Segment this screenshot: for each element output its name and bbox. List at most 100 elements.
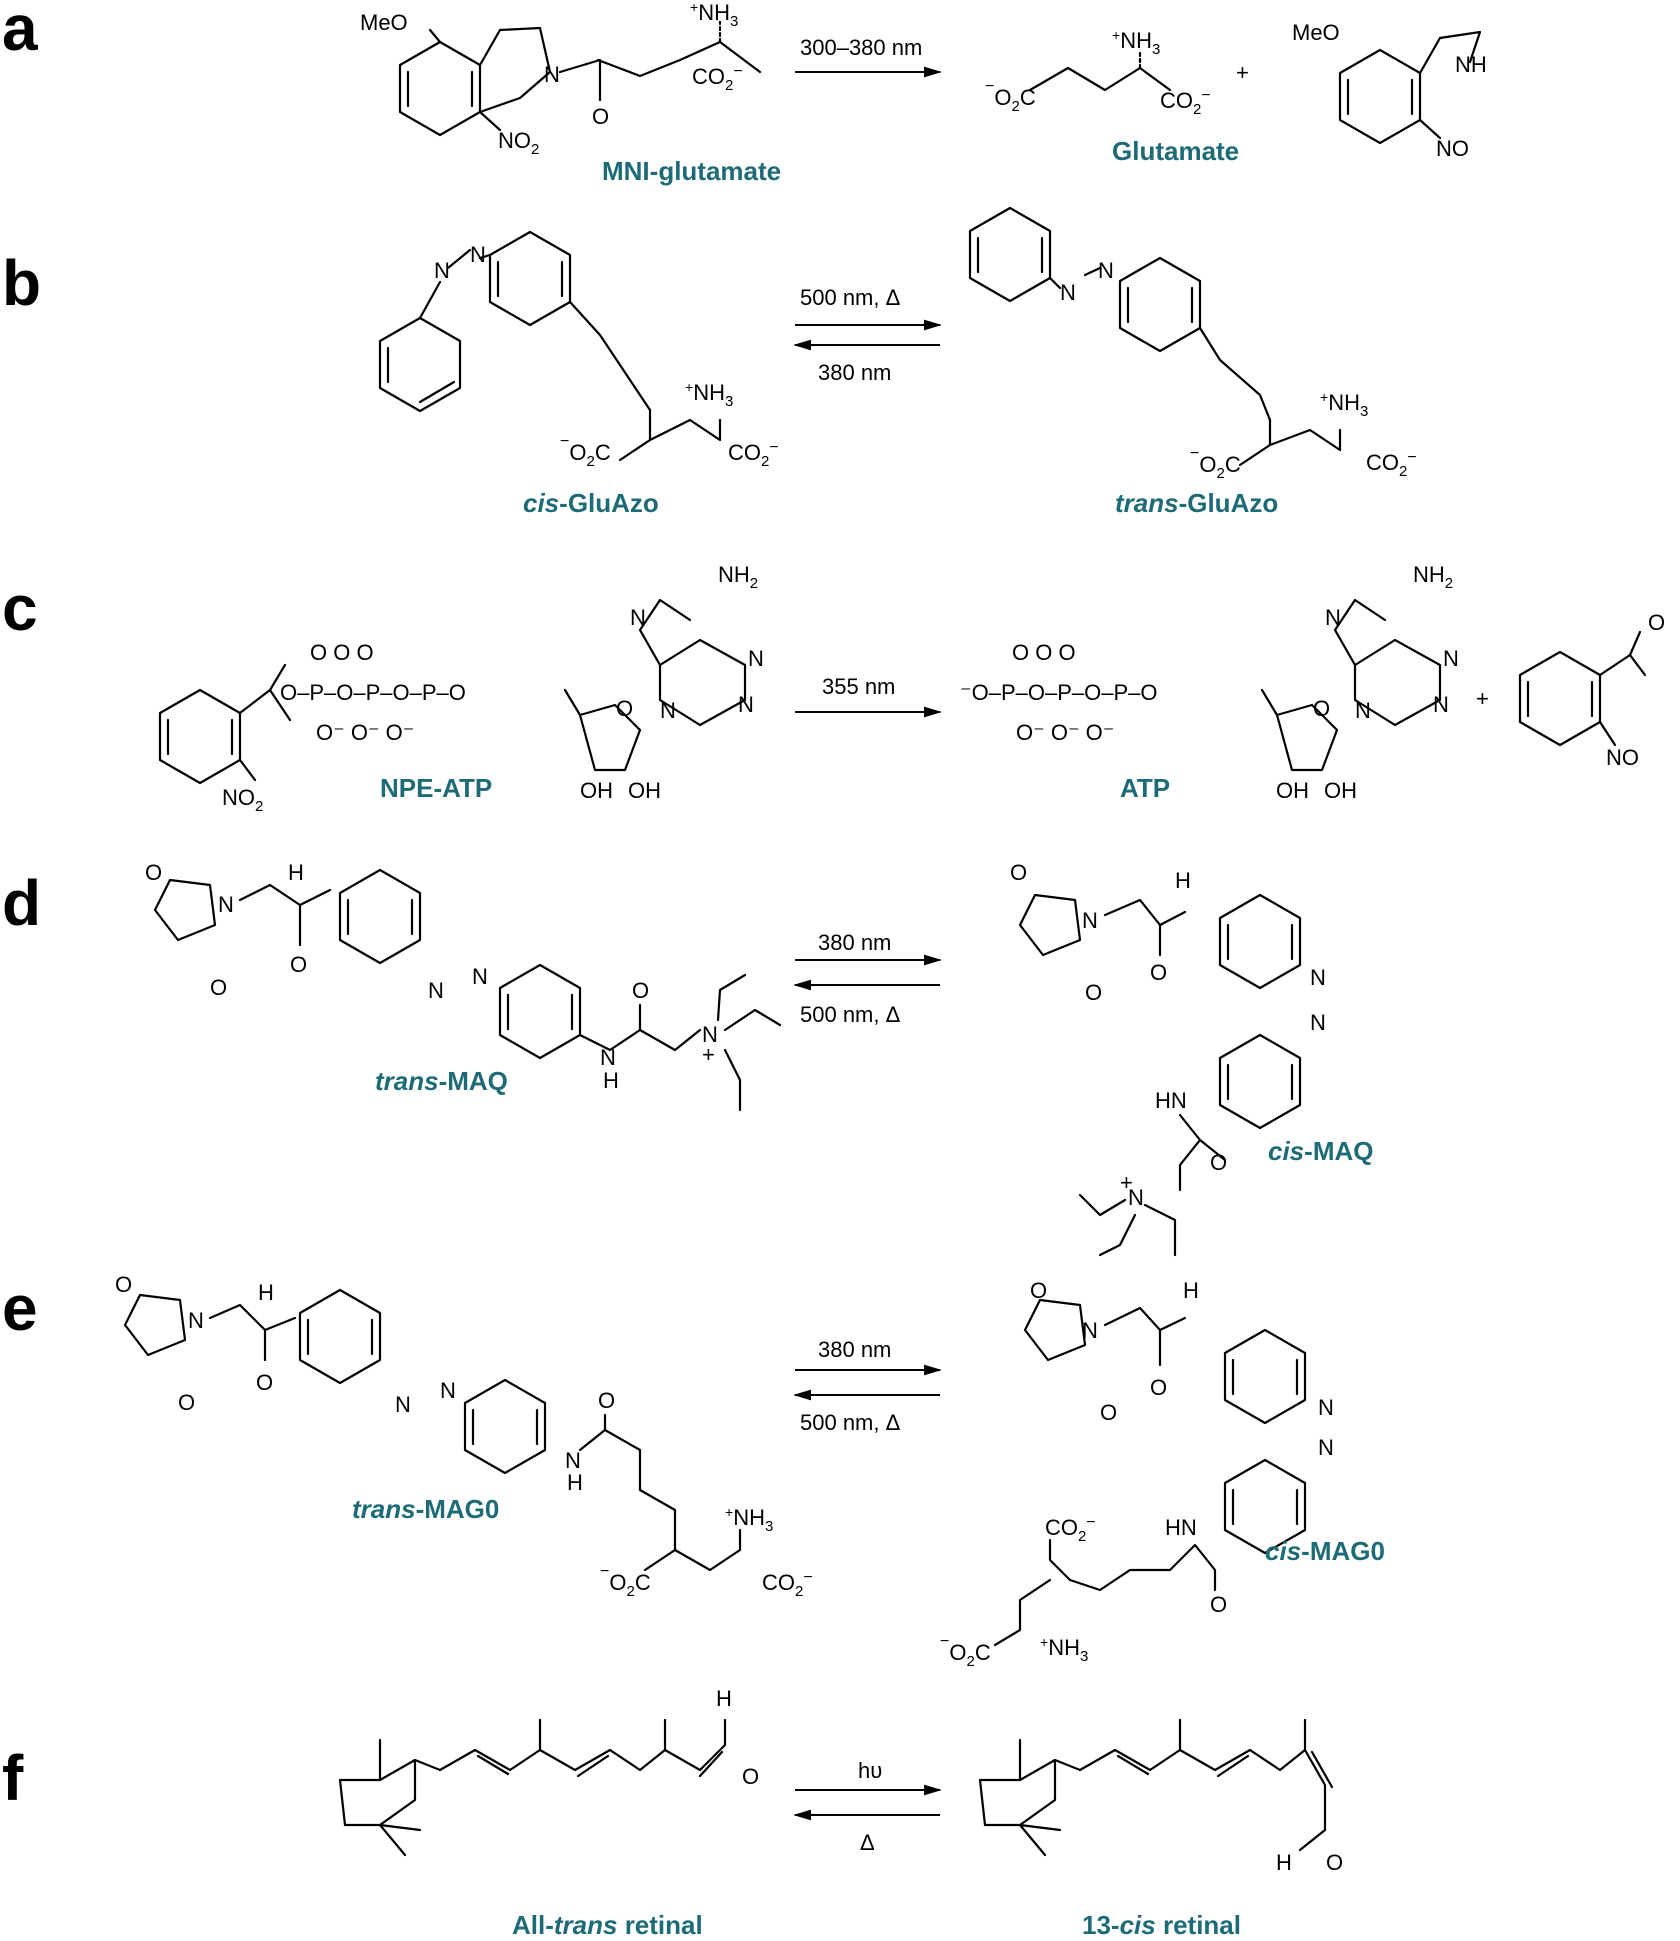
e-azo-n2: N: [440, 1378, 456, 1403]
maq-o2: O: [210, 975, 227, 1000]
panel-label-e: e: [2, 1272, 38, 1344]
glutamate-structure: −O2C +NH3 CO2−: [985, 27, 1211, 118]
o2c-label: −O2C: [985, 78, 1036, 115]
13-cis-retinal-structure: H O: [978, 1718, 1343, 1875]
atp-phosphate-anions: O⁻ O⁻ O⁻: [1016, 720, 1114, 745]
ce-nh3: +NH3: [1040, 1634, 1088, 1665]
panel-label-f: f: [2, 1742, 24, 1814]
caption-all-trans-retinal: All-trans retinal: [512, 1910, 703, 1940]
e-n1: N: [188, 1308, 204, 1333]
azo-bonds: [418, 248, 472, 320]
npe-phosphate-oxygens: O O O: [310, 640, 374, 665]
maq-linker: [238, 883, 332, 947]
maq-o1: O: [145, 860, 162, 885]
cis-polyene-chain: [1078, 1718, 1327, 1852]
c-n1: N: [1082, 908, 1098, 933]
npe-phosphates: O–P–O–P–O–P–O: [280, 680, 466, 705]
c-plus: +: [1120, 1170, 1133, 1195]
azo-n1: N: [434, 258, 450, 283]
adenine-n3: N: [738, 692, 754, 717]
ce-ring2: [1223, 1458, 1307, 1555]
condition-d-reverse: 500 nm, Δ: [800, 1002, 901, 1027]
t-phenylene-db: [1126, 286, 1194, 324]
b-nh3: +NH3: [685, 379, 733, 410]
maleimide: [153, 878, 217, 942]
maq-n-quat: N: [702, 1022, 718, 1047]
atp-ribose: [1260, 688, 1339, 772]
atp-adenine: [1333, 598, 1442, 727]
adenine-n7: N: [630, 605, 646, 630]
ce-o2c: −O2C: [940, 1633, 991, 1670]
e-ring1-db: [306, 1318, 374, 1356]
cis-retinal-h: H: [1276, 1850, 1292, 1875]
cis-polyene-double-bonds: [1116, 1750, 1334, 1789]
panel-label-d: d: [2, 867, 41, 939]
panel-d: d O O N H O N N N H O N + trans-MAQ 380 …: [2, 860, 1373, 1257]
panel-b: b N N +NH3 −O2C CO2− cis-GluAzo 500 nm, …: [2, 206, 1417, 518]
indole-benzene: [1338, 48, 1422, 145]
atp-oh1: OH: [1276, 778, 1309, 803]
ce-o3: O: [1150, 1375, 1167, 1400]
caption-cis-maq: cis-MAQ: [1268, 1136, 1373, 1166]
t-azo-n2: N: [1098, 258, 1114, 283]
t-phenylene: [1118, 256, 1202, 353]
atp-phosphates: ⁻O–P–O–P–O–P–O: [960, 680, 1158, 705]
no2-label: NO2: [498, 128, 539, 158]
c-o4: O: [1210, 1150, 1227, 1175]
atp-oh2: OH: [1324, 778, 1357, 803]
cis-retinal-o: O: [1326, 1850, 1343, 1875]
t-alkene: [1198, 326, 1272, 422]
npe-ring-db: [166, 718, 234, 756]
c-azo-n1: N: [1310, 965, 1326, 990]
nh3-label: +NH3: [690, 0, 738, 30]
trans-maq-structure: O O N H O N N N H O N +: [145, 860, 782, 1112]
cis-maq-structure: O O N H O N N HN O N +: [1010, 860, 1326, 1257]
npe-phosphate-anions: O⁻ O⁻ O⁻: [316, 720, 414, 745]
maq-ring1: [338, 868, 422, 965]
ce-linker: [1103, 1306, 1187, 1367]
c-hn: HN: [1155, 1088, 1187, 1113]
adenine-n1: N: [748, 646, 764, 671]
t-o2c: −O2C: [1190, 445, 1241, 482]
caption-13-cis-retinal: 13-cis retinal: [1082, 1910, 1241, 1940]
plus-c: +: [1476, 686, 1489, 711]
b-co2: CO2−: [728, 439, 779, 470]
glu-nh3-label: +NH3: [1112, 27, 1160, 58]
e-ring1: [298, 1288, 382, 1385]
indole-double-bonds: [1346, 78, 1414, 116]
phenylene-ring: [488, 230, 572, 327]
condition-b-forward: 500 nm, Δ: [800, 285, 901, 310]
e-o1: O: [115, 1272, 132, 1297]
condition-c: 355 nm: [822, 674, 895, 699]
e-maleimide: [123, 1293, 187, 1357]
phenyl-ring: [378, 316, 462, 413]
panel-label-c: c: [2, 572, 38, 644]
glu-co2-label: CO2−: [1160, 87, 1211, 118]
maq-ring1-db: [346, 898, 414, 936]
ce-o4: O: [1210, 1592, 1227, 1617]
atp-nh2: NH2: [1413, 562, 1453, 592]
c-h: H: [1175, 868, 1191, 893]
ce-co2-top: CO2−: [1045, 1514, 1096, 1545]
polyene-double-bonds: [476, 1750, 724, 1778]
ce-h: H: [1183, 1278, 1199, 1303]
e-o4: O: [598, 1388, 615, 1413]
maq-n1: N: [218, 892, 234, 917]
retinal-h: H: [716, 1686, 732, 1711]
atp-n9: N: [1355, 698, 1371, 723]
atp-n1: N: [1443, 646, 1459, 671]
ce-n1: N: [1082, 1318, 1098, 1343]
t-phenyl-db: [976, 236, 1044, 274]
e-co2: CO2−: [762, 1569, 813, 1600]
mni-glutamate-structure: MeO NO2 N O +NH3 CO2−: [360, 0, 762, 158]
condition-f-forward: hυ: [858, 1758, 882, 1783]
meo-bond: [428, 28, 442, 44]
retinal-o: O: [742, 1764, 759, 1789]
e-h: H: [258, 1280, 274, 1305]
maq-ring2: [498, 963, 582, 1060]
ce-o1: O: [1030, 1278, 1047, 1303]
alkene-chain: [478, 253, 652, 412]
indole-pyrrole: [1418, 30, 1482, 75]
no-bond: [1418, 118, 1442, 140]
